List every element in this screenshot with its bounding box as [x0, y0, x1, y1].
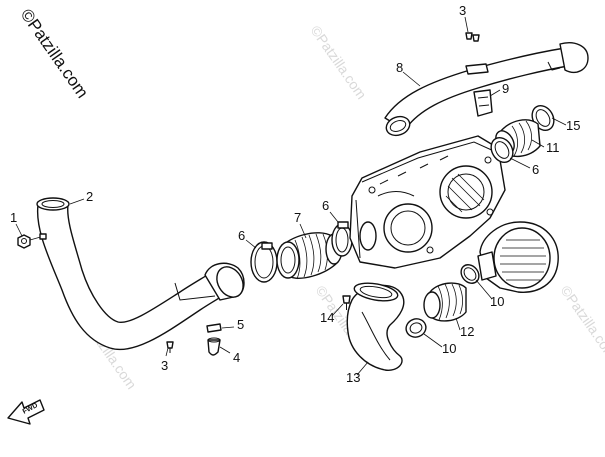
- part-12-boot: [423, 282, 467, 322]
- watermark-right: ©Patzilla.com: [558, 283, 605, 362]
- leader-lines: [15, 16, 567, 376]
- callout-10-upper: 10: [490, 294, 504, 309]
- part-3-screw-lower: [166, 341, 174, 353]
- part-5-clip: [206, 323, 222, 333]
- watermark-top: ©Patzilla.com: [308, 23, 370, 102]
- watermark-main: ©Patzilla.com: [17, 5, 92, 101]
- part-7-boot: [276, 232, 343, 280]
- callout-6-right: 6: [532, 162, 539, 177]
- part-8-upper-tube: [384, 42, 589, 137]
- callout-15: 15: [566, 118, 580, 133]
- callout-6-left: 6: [238, 228, 245, 243]
- part-6-clamp-mid: [331, 221, 353, 257]
- callout-7: 7: [294, 210, 301, 225]
- callout-12: 12: [460, 324, 474, 339]
- callout-2: 2: [86, 189, 93, 204]
- callout-14: 14: [320, 310, 334, 325]
- fan-housing: [477, 221, 559, 293]
- part-4-plug: [207, 337, 221, 356]
- callout-labels: 1 2 3 4 5 6 7 6 8 3 9 15 11 6 10 12 10 1…: [10, 3, 580, 385]
- cvt-housing-cover: [349, 135, 506, 269]
- callout-3-lower: 3: [161, 358, 168, 373]
- callout-3-top: 3: [459, 3, 466, 18]
- part-9-bracket: [473, 89, 493, 117]
- callout-1: 1: [10, 210, 17, 225]
- part-14-screw: [342, 295, 351, 310]
- part-6-clamp-right: [490, 136, 514, 164]
- callout-11: 11: [546, 140, 560, 155]
- part-1-nut: [17, 233, 47, 249]
- callout-8: 8: [396, 60, 403, 75]
- callout-10-lower: 10: [442, 341, 456, 356]
- callout-9: 9: [502, 81, 509, 96]
- part-2-intake-duct: [36, 197, 245, 351]
- part-3-screws-top: [465, 32, 489, 75]
- forward-arrow-icon: FWD: [7, 399, 45, 425]
- callout-6-mid: 6: [322, 198, 329, 213]
- callout-13: 13: [346, 370, 360, 385]
- callout-4: 4: [233, 350, 240, 365]
- callout-5: 5: [237, 317, 244, 332]
- part-10-clamp-upper: [460, 264, 480, 284]
- part-6-clamp-left: [250, 241, 278, 283]
- part-13-curved-duct: [346, 282, 405, 371]
- part-10-clamp-lower: [405, 318, 427, 338]
